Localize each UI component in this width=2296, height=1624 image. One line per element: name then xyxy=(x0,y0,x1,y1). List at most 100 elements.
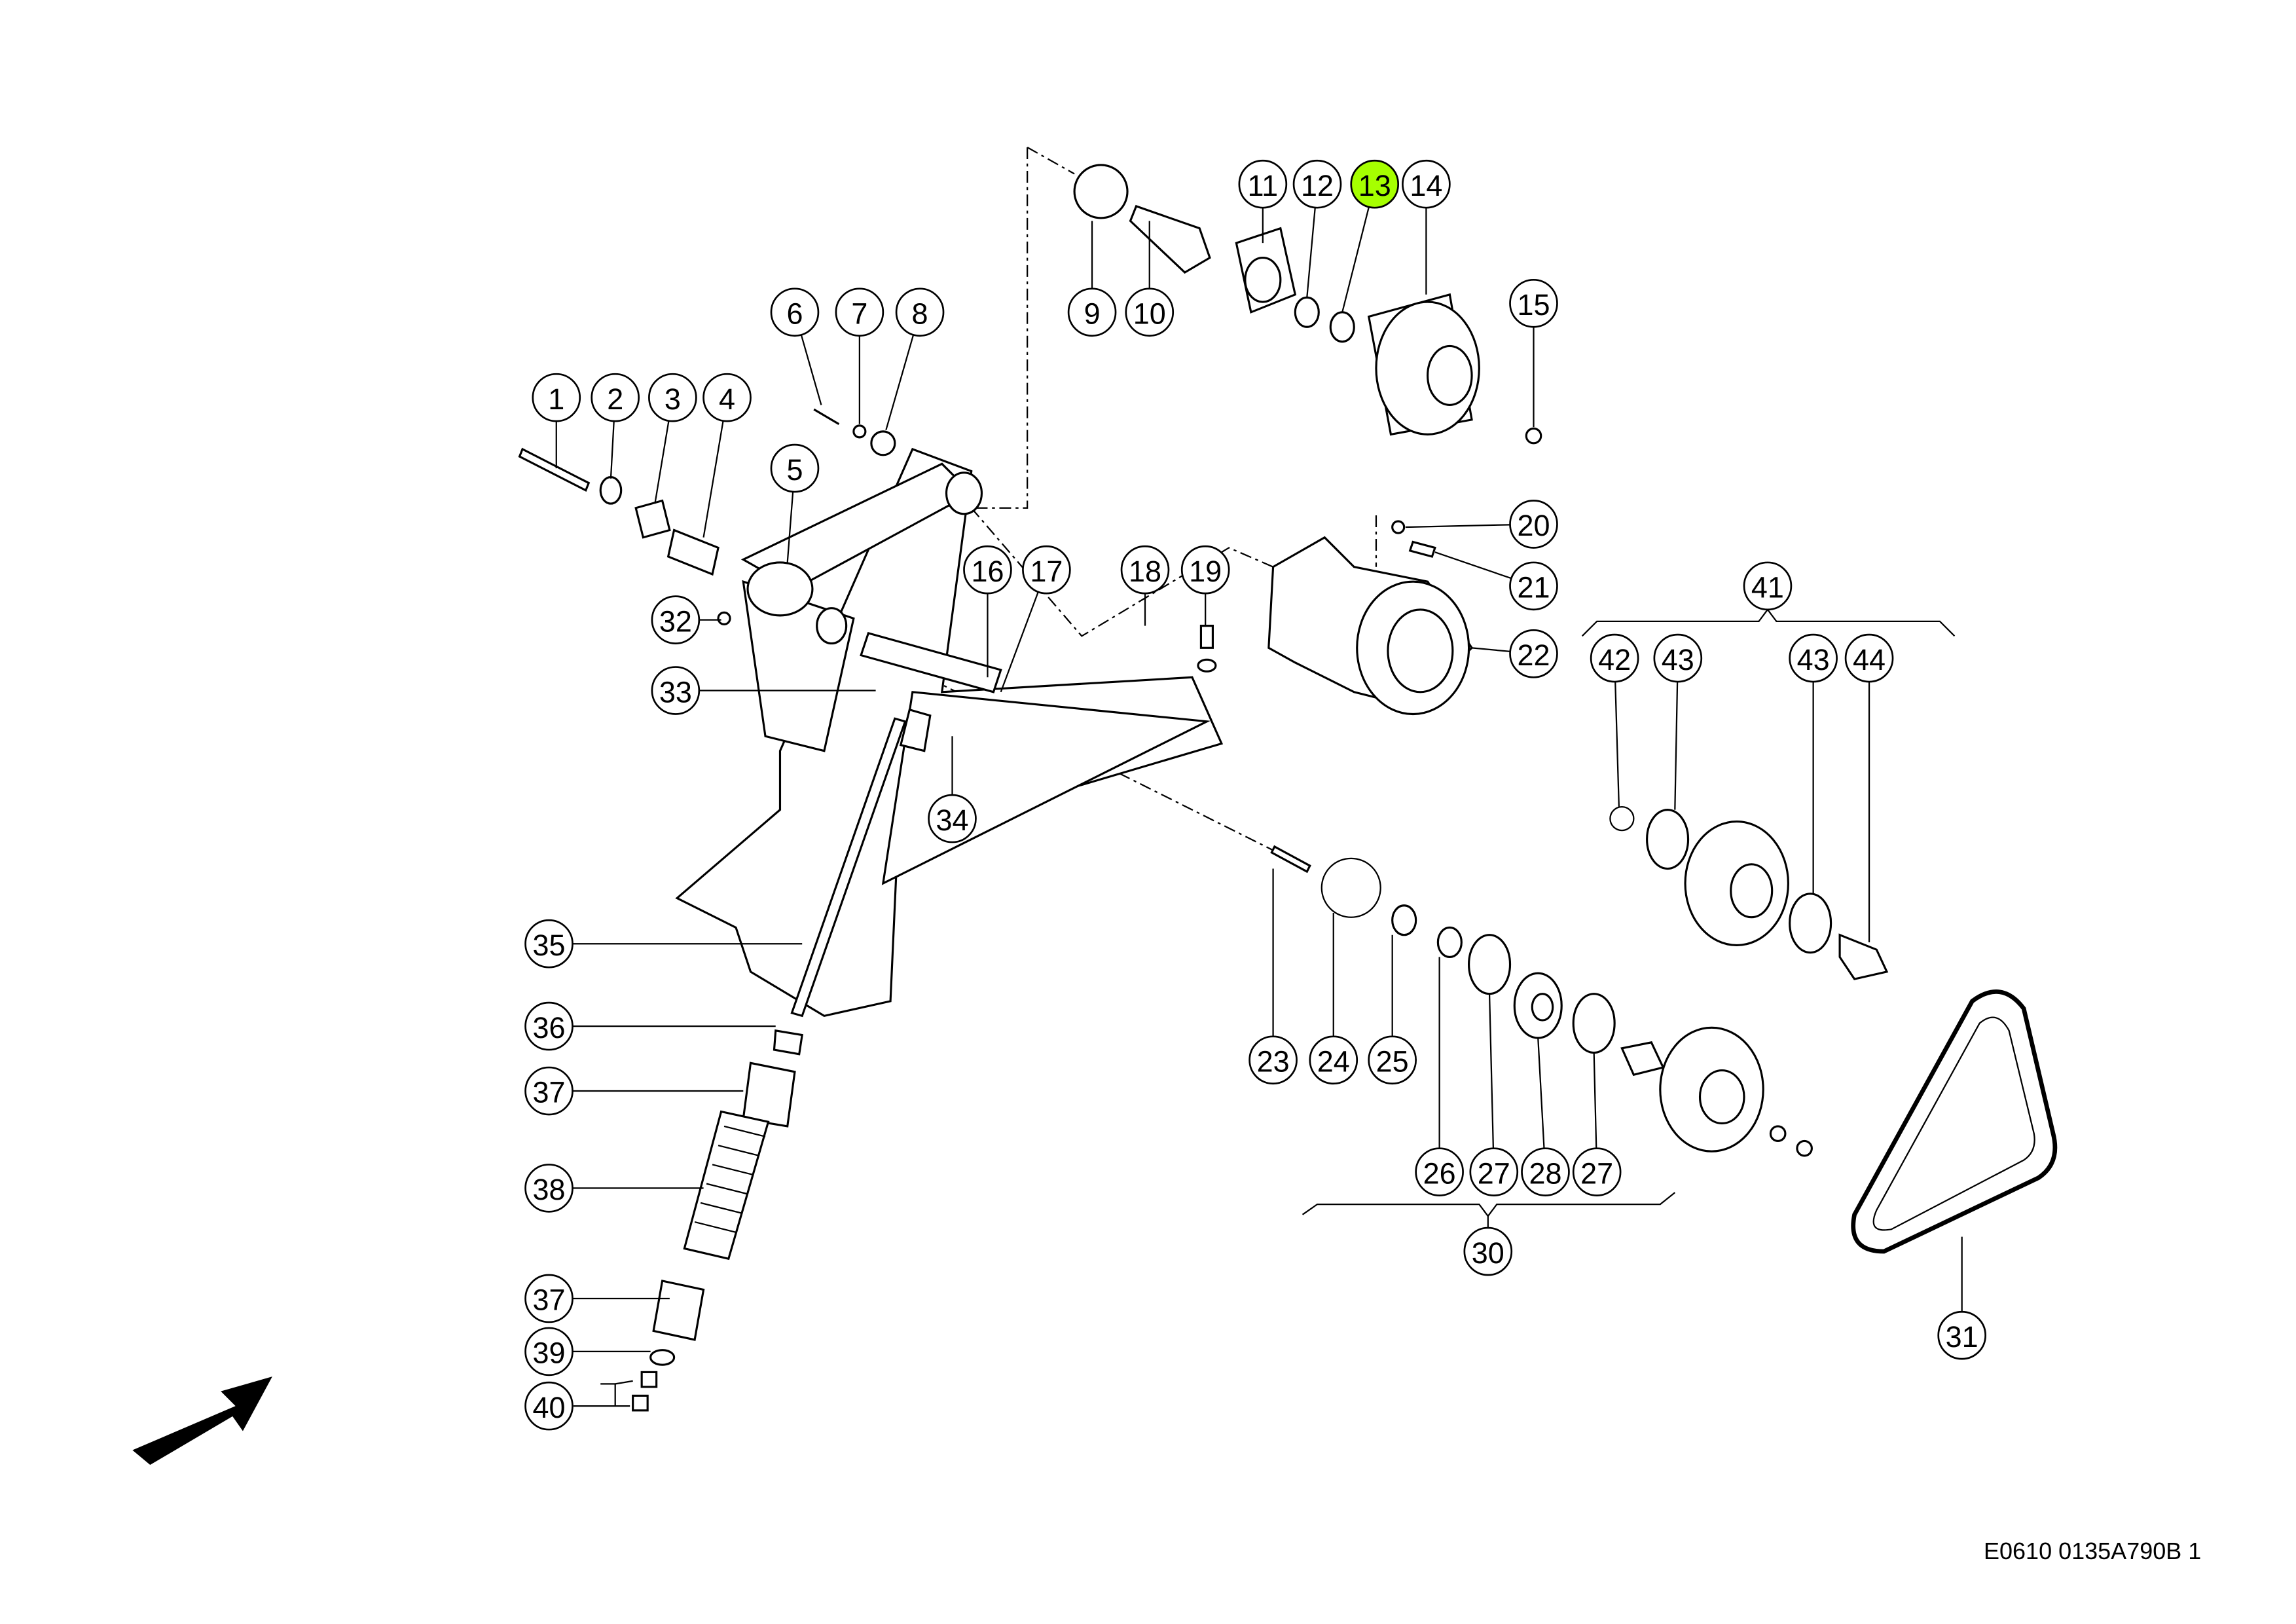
callout-label: 43 xyxy=(1662,643,1694,676)
callout-37[interactable]: 37 xyxy=(524,1066,574,1116)
callout-2[interactable]: 2 xyxy=(591,373,640,422)
callout-38[interactable]: 38 xyxy=(524,1164,574,1213)
callout-4[interactable]: 4 xyxy=(702,373,752,422)
callout-label: 12 xyxy=(1301,169,1334,202)
callout-12[interactable]: 12 xyxy=(1292,159,1342,209)
leader-line xyxy=(786,491,794,563)
callout-43[interactable]: 43 xyxy=(1789,633,1838,683)
leader-line xyxy=(1537,1038,1545,1149)
callout-label: 39 xyxy=(533,1337,566,1370)
callout-9[interactable]: 9 xyxy=(1067,287,1117,337)
leader-line xyxy=(654,420,670,504)
frame-assembly xyxy=(675,447,1224,1018)
callout-20[interactable]: 20 xyxy=(1509,500,1558,549)
callout-label: 11 xyxy=(1248,169,1279,202)
callout-7[interactable]: 7 xyxy=(835,287,884,337)
callout-label: 6 xyxy=(786,297,803,331)
leader-line xyxy=(1674,682,1679,810)
callout-label: 19 xyxy=(1189,555,1222,588)
callout-13[interactable]: 13 xyxy=(1350,159,1400,209)
callout-5[interactable]: 5 xyxy=(770,443,820,493)
callout-label: 9 xyxy=(1084,297,1101,331)
callout-label: 44 xyxy=(1853,643,1886,676)
callout-43[interactable]: 43 xyxy=(1653,633,1703,683)
callout-label: 43 xyxy=(1797,643,1830,676)
callout-35[interactable]: 35 xyxy=(524,919,574,969)
leader-line xyxy=(1471,647,1510,653)
callout-1[interactable]: 1 xyxy=(532,373,581,422)
callout-21[interactable]: 21 xyxy=(1509,561,1558,611)
callout-32[interactable]: 32 xyxy=(651,595,701,644)
callout-37[interactable]: 37 xyxy=(524,1274,574,1323)
callout-label: 1 xyxy=(548,382,564,416)
callout-label: 26 xyxy=(1423,1156,1456,1190)
callout-label: 32 xyxy=(659,604,692,638)
callout-42[interactable]: 42 xyxy=(1590,633,1639,683)
callout-26[interactable]: 26 xyxy=(1415,1147,1464,1196)
callout-10[interactable]: 10 xyxy=(1125,287,1175,337)
callout-label: 40 xyxy=(533,1391,566,1424)
callout-17[interactable]: 17 xyxy=(1022,545,1071,595)
leader-line xyxy=(1614,681,1620,807)
callout-6[interactable]: 6 xyxy=(770,287,820,337)
callout-label: 4 xyxy=(719,382,735,416)
callout-label: 13 xyxy=(1358,169,1391,202)
callout-label: 35 xyxy=(533,929,566,962)
leader-line xyxy=(1306,207,1316,298)
callout-label: 10 xyxy=(1133,297,1166,331)
callout-41[interactable]: 41 xyxy=(1743,561,1793,611)
callout-30[interactable]: 30 xyxy=(1463,1227,1513,1276)
callout-24[interactable]: 24 xyxy=(1309,1035,1358,1085)
callout-label: 18 xyxy=(1129,555,1161,588)
leader-lines xyxy=(555,206,1963,1407)
callout-label: 34 xyxy=(936,803,968,837)
callout-label: 16 xyxy=(971,555,1004,588)
callout-16[interactable]: 16 xyxy=(963,545,1012,595)
callout-25[interactable]: 25 xyxy=(1368,1035,1417,1085)
callout-22[interactable]: 22 xyxy=(1509,629,1558,678)
callout-27[interactable]: 27 xyxy=(1572,1147,1622,1196)
callout-label: 15 xyxy=(1517,288,1550,322)
callout-44[interactable]: 44 xyxy=(1844,633,1894,683)
callout-40[interactable]: 40 xyxy=(524,1381,574,1431)
callout-label: 37 xyxy=(533,1283,566,1317)
callout-8[interactable]: 8 xyxy=(895,287,945,337)
callout-label: 41 xyxy=(1751,571,1784,604)
callout-label: 31 xyxy=(1946,1320,1978,1354)
callout-label: 23 xyxy=(1257,1045,1290,1079)
callout-28[interactable]: 28 xyxy=(1521,1147,1570,1196)
callout-15[interactable]: 15 xyxy=(1509,278,1558,328)
callout-18[interactable]: 18 xyxy=(1120,545,1170,595)
callout-19[interactable]: 19 xyxy=(1180,545,1230,595)
leader-line xyxy=(1434,551,1512,580)
callout-label: 22 xyxy=(1517,638,1550,672)
callout-33[interactable]: 33 xyxy=(651,666,701,715)
leader-line xyxy=(1000,591,1039,693)
callout-34[interactable]: 34 xyxy=(928,794,977,843)
direction-arrow-icon xyxy=(132,1376,272,1466)
callout-label: 3 xyxy=(665,382,681,416)
callout-14[interactable]: 14 xyxy=(1402,159,1451,209)
leader-line xyxy=(885,335,915,430)
callout-11[interactable]: 11 xyxy=(1238,159,1288,209)
leader-line xyxy=(1341,206,1370,313)
callout-27[interactable]: 27 xyxy=(1469,1147,1519,1196)
leader-line xyxy=(1405,524,1510,528)
callout-36[interactable]: 36 xyxy=(524,1001,574,1051)
callout-3[interactable]: 3 xyxy=(648,373,697,422)
callout-label: 14 xyxy=(1410,169,1442,202)
leader-line xyxy=(800,335,822,405)
callout-label: 21 xyxy=(1517,571,1550,604)
drawing-code: E0610 0135A790B 1 xyxy=(1984,1538,2202,1564)
leader-line xyxy=(1488,993,1495,1149)
callout-31[interactable]: 31 xyxy=(1937,1310,1987,1360)
parts-drawing xyxy=(132,147,2058,1466)
callout-label: 24 xyxy=(1317,1045,1350,1079)
callout-label: 33 xyxy=(659,675,692,709)
callout-23[interactable]: 23 xyxy=(1248,1035,1298,1085)
callout-39[interactable]: 39 xyxy=(524,1327,574,1376)
leader-line xyxy=(610,421,615,479)
callout-label: 30 xyxy=(1472,1236,1504,1270)
